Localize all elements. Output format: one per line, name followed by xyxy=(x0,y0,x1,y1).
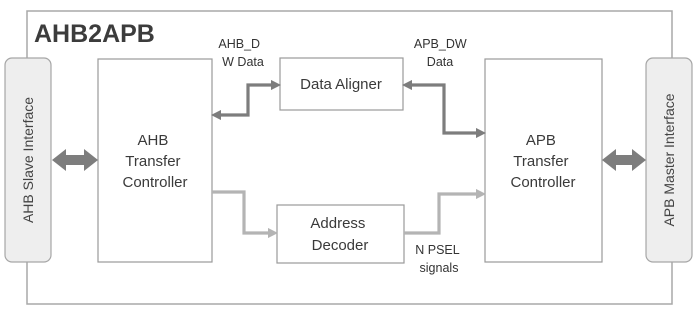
apb-dw-data-arrow xyxy=(401,79,487,139)
apb-master-interface-label: APB Master Interface xyxy=(661,93,677,226)
ahb-slave-interface-panel xyxy=(4,57,52,263)
address-decoder-label: Address Decoder xyxy=(310,215,369,254)
ahb-slave-bus-arrow xyxy=(52,149,98,171)
address-decoder-block xyxy=(276,204,405,264)
diagram-title: AHB2APB xyxy=(34,20,155,48)
apb-master-bus-arrow xyxy=(602,149,646,171)
apb-transfer-controller-block xyxy=(484,58,603,263)
psel-path-arrow xyxy=(404,188,487,235)
n-psel-signals-label: N PSEL signals xyxy=(415,243,463,275)
apb-dw-data-label: APB_DW Data xyxy=(414,37,470,69)
ahb-transfer-controller-label: AHB Transfer Controller xyxy=(122,132,187,191)
address-path-arrow xyxy=(212,190,279,239)
ahb-transfer-controller-block xyxy=(97,58,213,263)
data-aligner-label: Data Aligner xyxy=(300,76,382,93)
ahb-slave-interface-label: AHB Slave Interface xyxy=(20,97,36,223)
ahb-dw-data-arrow xyxy=(210,79,282,121)
ahb-dw-data-label: AHB_D W Data xyxy=(218,37,263,69)
apb-transfer-controller-label: APB Transfer Controller xyxy=(510,132,575,191)
